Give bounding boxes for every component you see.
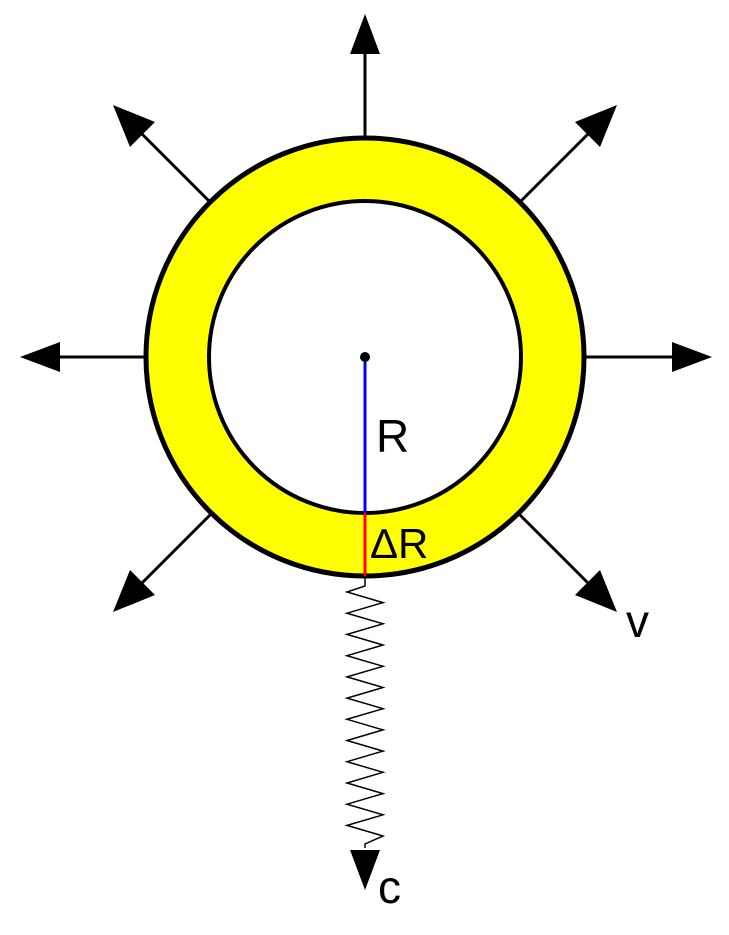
arrow-downright-icon — [575, 570, 617, 612]
arrow-upleft-shaft — [138, 130, 212, 204]
arrow-downright-shaft — [518, 513, 592, 587]
velocity-label: v — [626, 595, 649, 647]
light-speed-label: c — [378, 861, 401, 913]
arrow-downleft-icon — [113, 570, 155, 612]
expansion-arrows — [20, 14, 712, 612]
thickness-label: ΔR — [370, 520, 428, 567]
arrow-left-icon — [20, 342, 60, 372]
arrow-upright-icon — [575, 105, 617, 147]
arrow-upright-shaft — [518, 130, 592, 204]
center-dot — [360, 352, 370, 362]
arrow-up-icon — [350, 14, 380, 54]
arrow-upleft-icon — [113, 105, 155, 147]
arrow-right-icon — [672, 342, 712, 372]
wavy-line-icon — [344, 578, 386, 848]
arrow-downleft-shaft — [138, 513, 212, 587]
arrow-down-icon — [350, 850, 380, 890]
radius-label: R — [376, 410, 409, 462]
